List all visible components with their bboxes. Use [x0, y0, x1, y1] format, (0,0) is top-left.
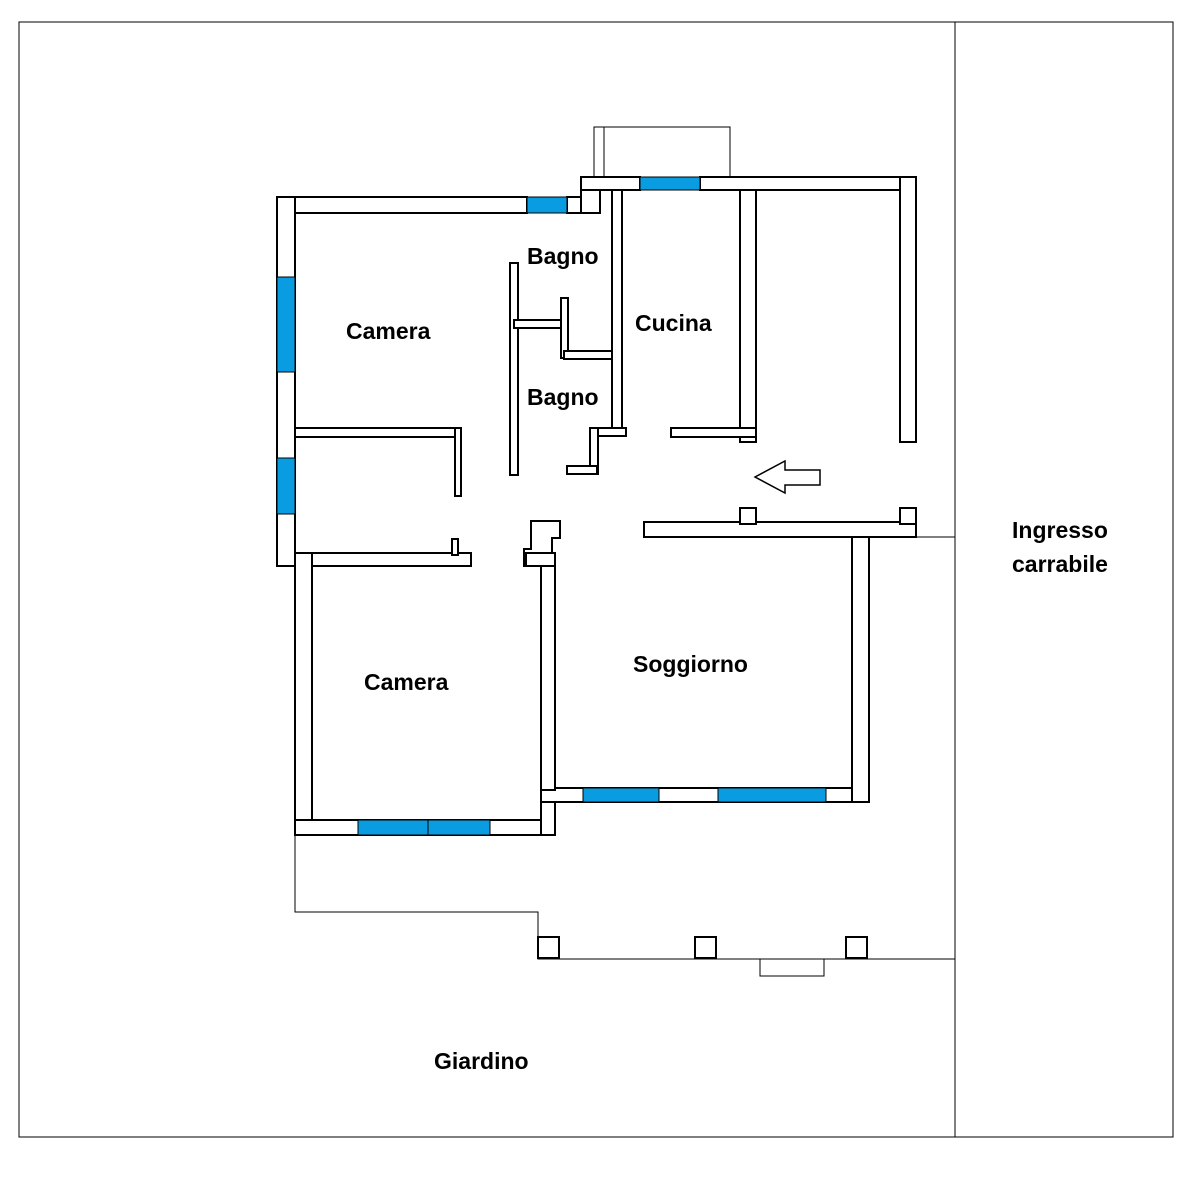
- room-label-camera-bottom: Camera: [364, 669, 449, 695]
- arrow-left-icon: [753, 459, 821, 495]
- wall: [899, 507, 917, 525]
- pillar: [537, 936, 560, 959]
- walls: [276, 176, 917, 836]
- window: [357, 819, 429, 836]
- window: [276, 276, 296, 373]
- wall: [451, 538, 459, 556]
- balcony-outline: [593, 126, 731, 178]
- wall: [513, 319, 567, 329]
- wall: [454, 427, 462, 497]
- wall: [523, 520, 561, 791]
- wall: [566, 465, 598, 475]
- wall: [670, 427, 757, 438]
- wall: [563, 350, 617, 360]
- wall: [739, 507, 757, 525]
- wall: [851, 523, 870, 803]
- room-label-soggiorno: Soggiorno: [633, 651, 748, 677]
- window: [639, 176, 701, 191]
- wall: [739, 189, 757, 443]
- wall: [509, 262, 519, 476]
- wall: [699, 176, 917, 191]
- wall: [643, 521, 917, 538]
- window: [526, 196, 568, 214]
- window: [276, 457, 296, 515]
- wall: [580, 176, 641, 191]
- wall: [611, 189, 623, 436]
- porch-outline: [294, 536, 955, 977]
- pillar: [694, 936, 717, 959]
- room-label-camera-top: Camera: [346, 318, 431, 344]
- lot-boundary: [18, 21, 1174, 1138]
- window: [717, 787, 827, 803]
- wall: [899, 176, 917, 443]
- room-label-bagno-bottom: Bagno: [527, 384, 599, 410]
- porch-pillars: [537, 936, 868, 959]
- window: [582, 787, 660, 803]
- windows: [276, 176, 827, 836]
- wall: [276, 196, 528, 214]
- label-giardino: Giardino: [434, 1048, 529, 1074]
- wall: [294, 552, 313, 836]
- pillar: [845, 936, 868, 959]
- label-ingresso-line1: Ingresso: [1012, 517, 1108, 543]
- room-label-bagno-top: Bagno: [527, 243, 599, 269]
- wall: [560, 297, 569, 359]
- room-label-cucina: Cucina: [635, 310, 712, 336]
- label-ingresso-line2: carrabile: [1012, 551, 1108, 577]
- window: [427, 819, 491, 836]
- wall: [525, 552, 556, 567]
- wall: [294, 427, 461, 438]
- wall: [294, 552, 472, 567]
